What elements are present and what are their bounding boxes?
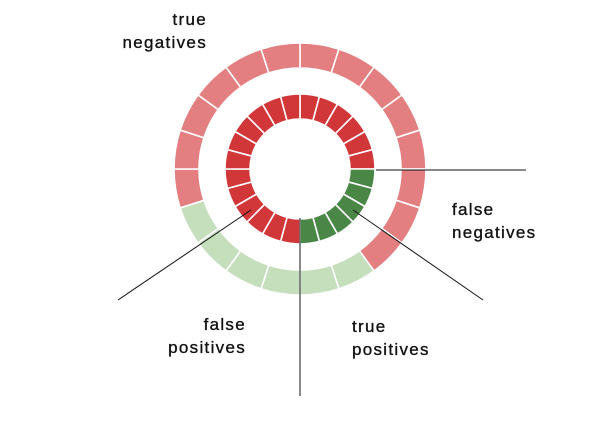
leader-lines: [117, 169, 526, 396]
label-true-positives-line1: true: [352, 317, 387, 336]
label-false-positives: false positives: [150, 313, 246, 359]
outer-ring-negative-segment: [173, 168, 205, 209]
label-true-positives-line2: positives: [352, 340, 430, 359]
label-false-positives-line1: false: [203, 315, 246, 334]
outer-ring-negative-segment: [395, 129, 427, 170]
label-false-negatives: false negatives: [452, 198, 547, 244]
label-true-negatives-line1: true: [172, 10, 207, 29]
leader-false-positives: [117, 209, 252, 301]
label-false-negatives-line2: negatives: [452, 223, 537, 242]
outer-ring: [173, 42, 427, 296]
leader-true-positives: [352, 209, 484, 301]
label-false-negatives-line1: false: [452, 200, 495, 219]
outer-ring-negative-segment: [260, 42, 301, 74]
label-true-positives: true positives: [352, 315, 448, 361]
label-true-negatives-line2: negatives: [122, 33, 207, 52]
label-true-negatives: true negatives: [100, 8, 207, 54]
label-false-positives-line2: positives: [168, 338, 246, 357]
inner-ring: [224, 93, 376, 245]
inner-ring-negative-segment: [279, 93, 301, 122]
outer-ring-positive-segment: [299, 264, 340, 296]
